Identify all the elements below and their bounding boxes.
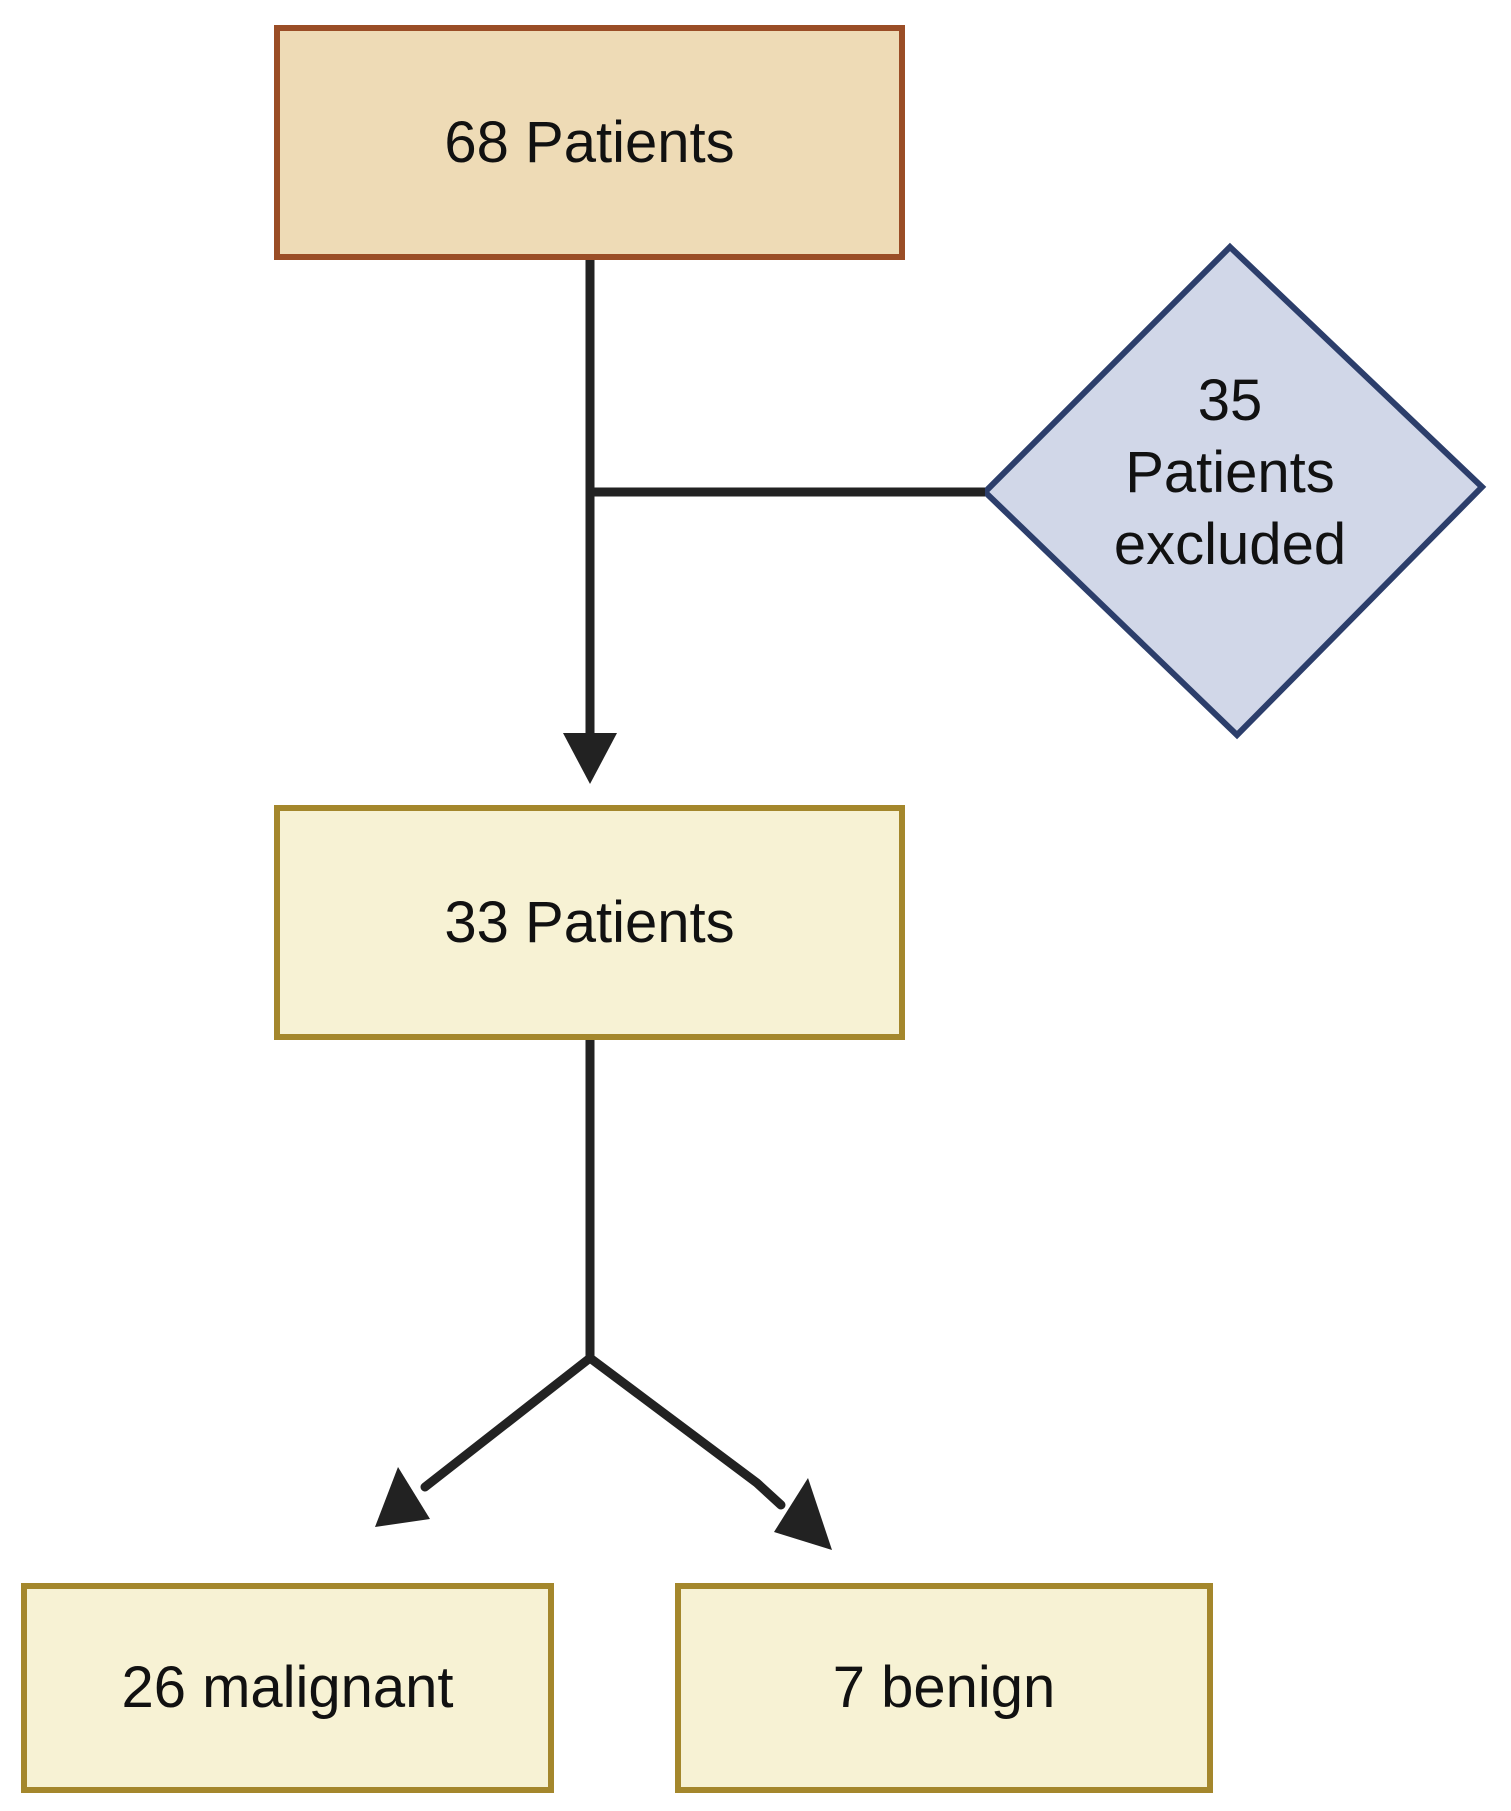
connector-to-benign [585, 1353, 786, 1510]
node-excluded-label: 35 Patients excluded [1040, 365, 1420, 581]
connector-to-malignant [420, 1353, 595, 1492]
node-68-patients-label: 68 Patients [444, 109, 735, 175]
excluded-count: 35 [1197, 368, 1263, 433]
node-33-patients: 33 Patients [274, 805, 905, 1040]
arrowhead-to-malignant [375, 1467, 430, 1527]
node-33-patients-label: 33 Patients [444, 889, 735, 955]
node-malignant: 26 malignant [21, 1583, 554, 1793]
excluded-diamond [980, 242, 1487, 740]
excluded-word: excluded [1113, 512, 1347, 577]
excluded-patients-word: Patients [1125, 440, 1335, 505]
node-benign-label: 7 benign [832, 1655, 1056, 1720]
node-benign: 7 benign [675, 1583, 1213, 1793]
arrowhead-to-benign [774, 1478, 832, 1550]
arrowhead-to-included [563, 733, 617, 784]
node-malignant-label: 26 malignant [121, 1655, 454, 1720]
node-68-patients: 68 Patients [274, 25, 905, 260]
